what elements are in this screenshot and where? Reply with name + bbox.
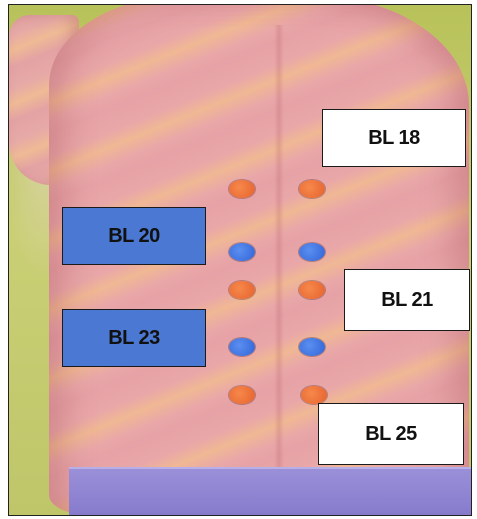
point-bl18-right xyxy=(299,180,325,198)
point-bl20-right xyxy=(299,243,325,261)
point-bl20-left xyxy=(229,243,255,261)
point-bl23-left xyxy=(229,338,255,356)
label-bl20: BL 20 xyxy=(62,207,206,265)
label-bl18: BL 18 xyxy=(322,109,466,167)
point-bl21-left xyxy=(229,281,255,299)
point-bl23-right xyxy=(299,338,325,356)
waistband xyxy=(69,467,472,516)
back-photo: BL 18 BL 20 BL 21 BL 23 BL 25 xyxy=(9,5,471,515)
point-bl25-left xyxy=(229,386,255,404)
point-bl25-right xyxy=(301,386,327,404)
label-bl23: BL 23 xyxy=(62,309,206,367)
point-bl18-left xyxy=(229,180,255,198)
point-bl21-right xyxy=(299,281,325,299)
image-frame: BL 18 BL 20 BL 21 BL 23 BL 25 xyxy=(8,4,472,516)
label-bl21: BL 21 xyxy=(344,269,470,331)
label-bl25: BL 25 xyxy=(318,403,464,465)
spine-shadow xyxy=(274,25,284,485)
